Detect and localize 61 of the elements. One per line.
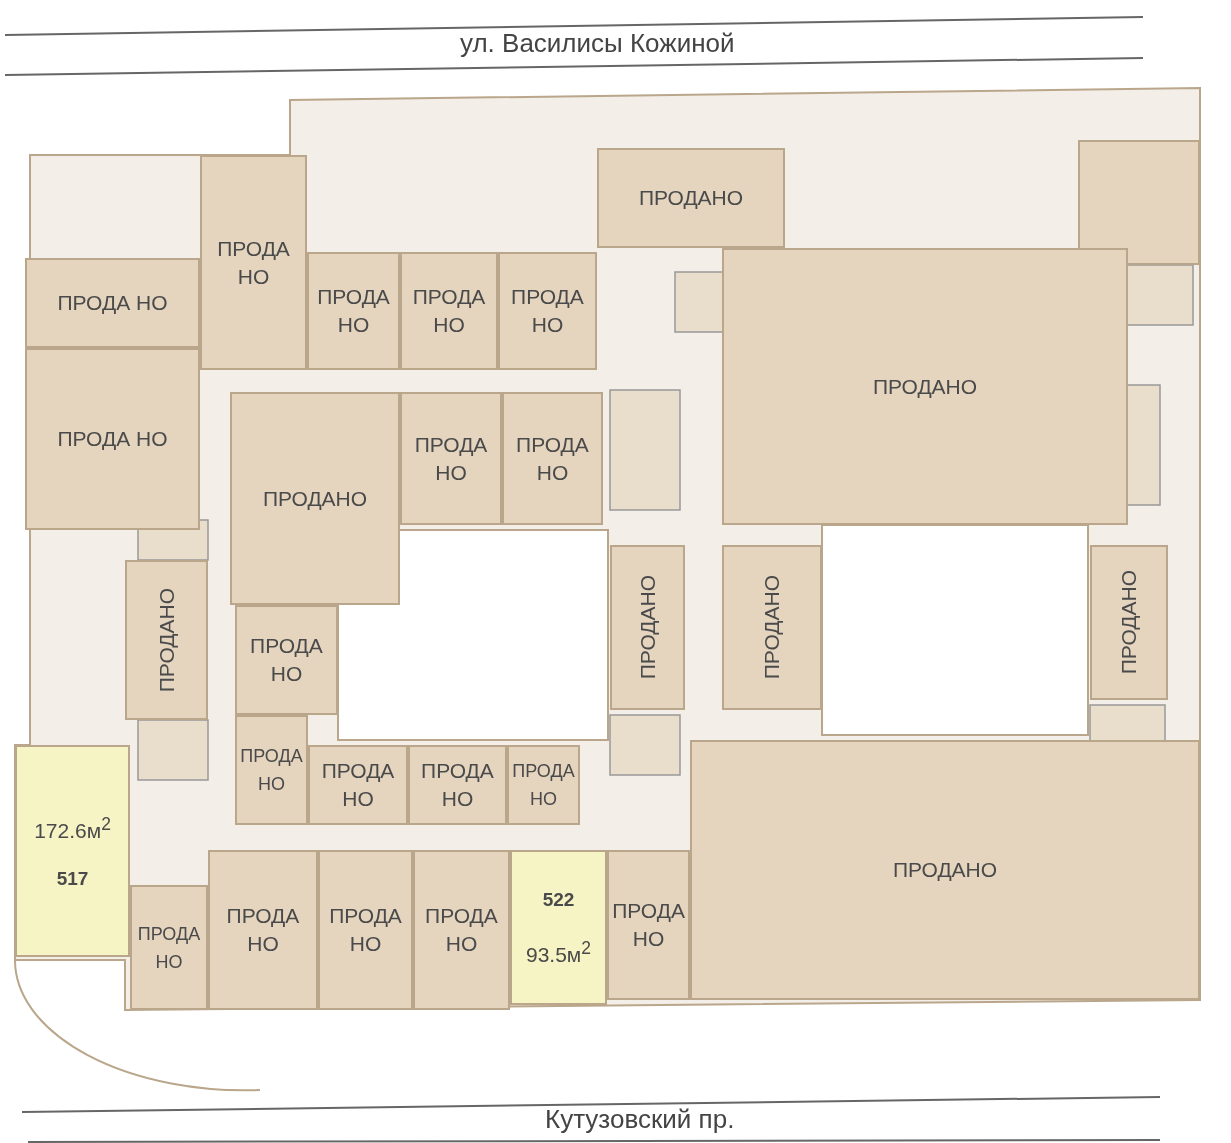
status-label: ПРОДА НО xyxy=(320,758,396,812)
status-label: ПРОДА НО xyxy=(515,431,590,486)
sold-unit xyxy=(498,252,597,370)
sold-unit xyxy=(200,155,307,370)
unit-number: 522 xyxy=(542,888,575,912)
unit-number: 517 xyxy=(56,866,89,891)
status-label: ПРОДАНО xyxy=(638,185,744,211)
status-label: ПРОДАНО xyxy=(262,485,368,512)
sold-unit xyxy=(235,715,308,825)
status-label: ПРОДА НО xyxy=(511,760,576,811)
status-label: ПРОДАНО xyxy=(759,575,784,680)
sold-unit xyxy=(722,248,1128,525)
status-label: ПРОДА НО xyxy=(612,898,685,952)
status-label: ПРОДАНО xyxy=(872,373,978,400)
status-label: ПРОДА НО xyxy=(411,284,487,338)
sold-unit xyxy=(318,850,413,1010)
street-name: Кутузовский пр. xyxy=(545,1104,735,1135)
sold-unit xyxy=(607,850,690,1000)
sold-unit xyxy=(25,258,200,348)
available-unit xyxy=(510,850,607,1005)
status-label: ПРОДА НО xyxy=(57,426,168,452)
status-label: ПРОДА НО xyxy=(216,235,291,290)
status-label: ПРОДА НО xyxy=(328,903,403,957)
sold-unit xyxy=(610,545,685,710)
status-label: ПРОДА НО xyxy=(249,633,324,687)
sold-unit xyxy=(230,392,400,605)
sold-unit xyxy=(502,392,603,525)
area-label: 93.5м$^{2}$ xyxy=(525,937,591,968)
sold-unit xyxy=(400,252,498,370)
status-label: ПРОДАНО xyxy=(153,587,179,693)
status-label: ПРОДА НО xyxy=(225,903,301,957)
status-label: ПРОДАНО xyxy=(1116,570,1141,675)
area-label: 172.6м$^{2}$ xyxy=(34,812,111,844)
status-label: ПРОДА НО xyxy=(424,903,499,957)
status-label: ПРОДА НО xyxy=(420,758,495,812)
status-label: ПРОДА НО xyxy=(510,284,585,338)
sold-unit xyxy=(307,252,400,370)
available-unit xyxy=(15,745,130,957)
street-name: ул. Василисы Кожиной xyxy=(460,28,735,59)
status-label: ПРОДА НО xyxy=(316,284,391,338)
sold-unit xyxy=(507,745,580,825)
status-label: ПРОДА НО xyxy=(136,922,202,974)
status-label: ПРОДАНО xyxy=(634,575,660,680)
status-label: ПРОДА НО xyxy=(413,431,489,486)
sold-unit xyxy=(130,885,208,1010)
sold-unit xyxy=(413,850,510,1010)
status-label: ПРОДА НО xyxy=(57,290,168,316)
sold-unit xyxy=(690,740,1200,1000)
sold-unit xyxy=(722,545,822,710)
sold-unit xyxy=(208,850,318,1010)
sold-unit xyxy=(235,605,338,715)
status-label: ПРОДАНО xyxy=(892,857,998,883)
sold-unit xyxy=(597,148,785,248)
sold-unit xyxy=(408,745,507,825)
sold-unit xyxy=(25,348,200,530)
sold-unit xyxy=(125,560,208,720)
sold-unit xyxy=(400,392,502,525)
sold-unit xyxy=(1078,140,1200,265)
sold-unit xyxy=(1090,545,1168,700)
sold-unit xyxy=(308,745,408,825)
status-label: ПРОДА НО xyxy=(239,745,304,796)
